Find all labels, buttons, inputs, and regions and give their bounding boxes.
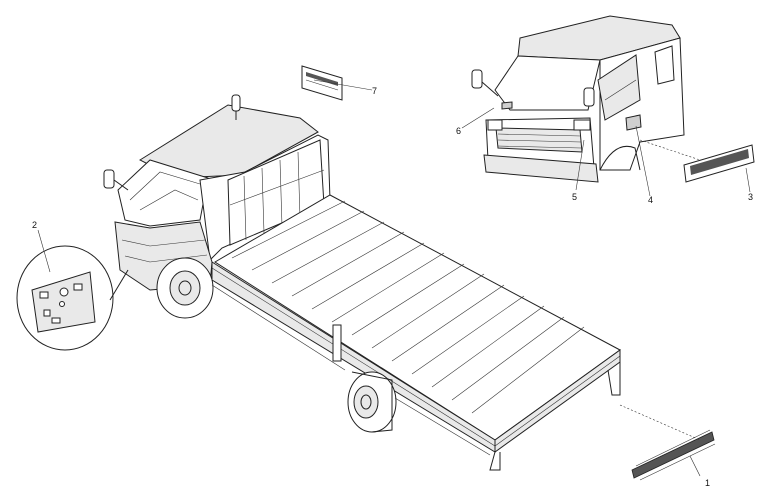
callout-number-3: 3 [748, 192, 753, 202]
callout-number-2: 2 [32, 220, 37, 230]
rear-window-decal-7 [301, 65, 343, 101]
nameplate-decal-1 [631, 429, 716, 481]
callout-number-5: 5 [572, 192, 577, 202]
callout-number-6: 6 [456, 126, 461, 136]
side-stripe-decal-3 [639, 139, 755, 183]
callout-number-4: 4 [648, 195, 653, 205]
instrument-panel-inset [16, 245, 129, 351]
cab-detail-illustration [471, 15, 685, 183]
callout-number-7: 7 [372, 86, 377, 96]
flatbed-truck-illustration [103, 94, 621, 471]
leader-lines [37, 79, 751, 477]
callout-number-1: 1 [705, 478, 710, 488]
